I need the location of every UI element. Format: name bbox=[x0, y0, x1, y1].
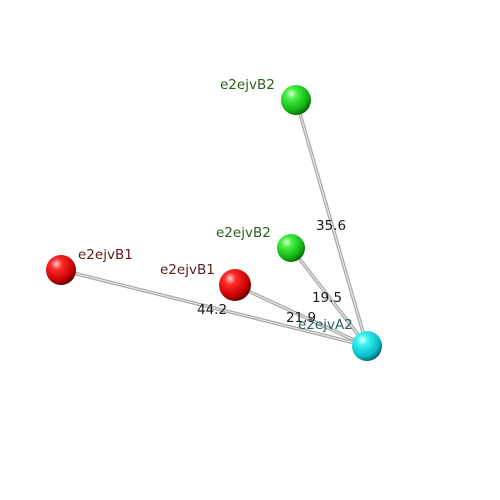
node-labels: e2ejvB2 e2ejvB2 e2ejvB1 e2ejvB1 e2ejvA2 bbox=[78, 77, 353, 333]
edges bbox=[60, 99, 369, 348]
node-label-b2-top: e2ejvB2 bbox=[220, 77, 275, 93]
node-label-b2-mid: e2ejvB2 bbox=[216, 225, 271, 241]
edge-b1-mid-to-a2 bbox=[234, 283, 368, 348]
atom-sphere-b1-left[interactable] bbox=[46, 255, 76, 285]
edge-label-44-2: 44.2 bbox=[197, 302, 227, 318]
node-label-b1-mid: e2ejvB1 bbox=[160, 262, 215, 278]
edge-b2-mid-to-a2 bbox=[289, 246, 369, 348]
edge-label-21-9: 21.9 bbox=[286, 310, 316, 326]
atom-sphere-b1-mid[interactable] bbox=[219, 269, 251, 301]
edge-label-35-6: 35.6 bbox=[316, 218, 346, 234]
edge-label-19-5: 19.5 bbox=[312, 290, 342, 306]
nodes bbox=[46, 85, 382, 361]
atom-sphere-a2[interactable] bbox=[352, 331, 382, 361]
edge-labels: 35.6 19.5 21.9 44.2 bbox=[197, 218, 346, 326]
atom-sphere-b2-mid[interactable] bbox=[277, 234, 305, 262]
edge-b1-left-to-a2 bbox=[60, 268, 368, 348]
node-label-b1-left: e2ejvB1 bbox=[78, 247, 133, 263]
node-label-a2: e2ejvA2 bbox=[298, 317, 353, 333]
atom-sphere-b2-top[interactable] bbox=[281, 85, 311, 115]
edge-b2-top-to-a2 bbox=[294, 99, 369, 347]
